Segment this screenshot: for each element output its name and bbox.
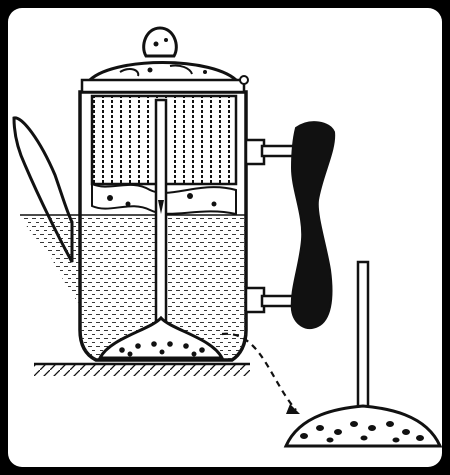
lid-hinge — [240, 76, 248, 84]
tube — [156, 100, 166, 336]
base-ground — [34, 364, 250, 376]
lid-knob — [144, 28, 177, 56]
